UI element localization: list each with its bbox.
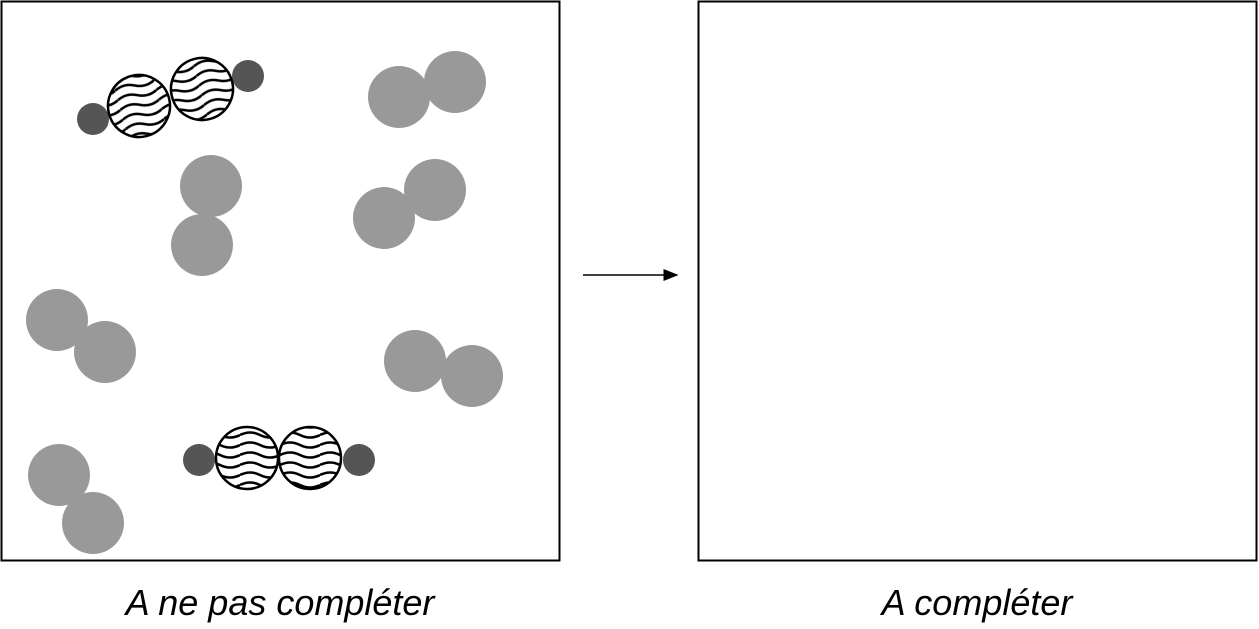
grey-molecule: [26, 289, 136, 383]
dark-atom: [232, 60, 264, 92]
hatched-atom: [106, 73, 172, 139]
right-box: [697, 0, 1258, 562]
hatched-atom: [277, 425, 343, 491]
hatched-molecule-2: [183, 425, 375, 491]
grey-molecule: [384, 330, 503, 407]
dark-atom: [183, 444, 215, 476]
left-panel-label: A ne pas compléter: [125, 582, 435, 623]
dark-atom: [343, 444, 375, 476]
dark-atom: [77, 103, 109, 135]
grey-molecule: [171, 155, 242, 276]
hatched-atom: [169, 56, 235, 122]
grey-molecule: [353, 159, 466, 249]
grey-molecule: [368, 51, 486, 128]
grey-molecule: [28, 444, 124, 554]
hatched-molecule-1: [77, 56, 264, 139]
right-panel-label: A compléter: [881, 582, 1073, 623]
hatched-atom: [214, 425, 280, 491]
